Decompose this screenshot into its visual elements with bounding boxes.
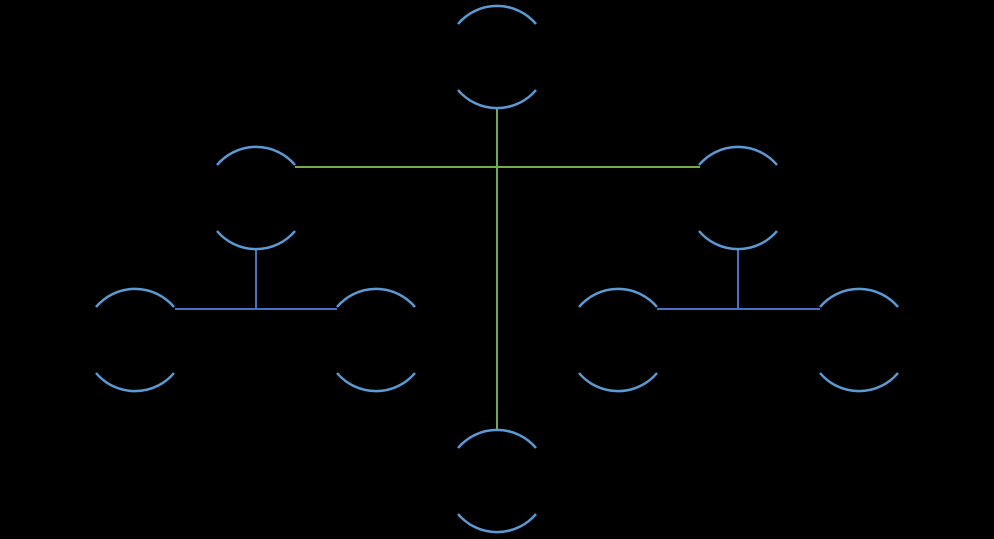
node-arc-bottom: [95, 372, 175, 393]
node-arc-bottom: [336, 372, 416, 393]
node-arc-top: [95, 287, 175, 308]
node-arc-top: [578, 287, 658, 308]
node-left-b: [336, 287, 416, 393]
node-left: [216, 145, 296, 251]
node-arc-top: [336, 287, 416, 308]
node-right-b: [819, 287, 899, 393]
node-arc-top: [457, 4, 537, 25]
node-right: [698, 145, 778, 251]
node-root: [457, 4, 537, 110]
node-arc-top: [216, 145, 296, 166]
node-arc-bottom: [698, 230, 778, 251]
node-left-a: [95, 287, 175, 393]
node-arc-top: [457, 428, 537, 449]
node-arc-bottom: [819, 372, 899, 393]
node-arc-bottom: [457, 513, 537, 534]
node-arc-bottom: [216, 230, 296, 251]
node-arc-top: [698, 145, 778, 166]
node-arc-bottom: [578, 372, 658, 393]
node-bottom: [457, 428, 537, 534]
node-arc-bottom: [457, 89, 537, 110]
node-right-a: [578, 287, 658, 393]
node-arc-top: [819, 287, 899, 308]
